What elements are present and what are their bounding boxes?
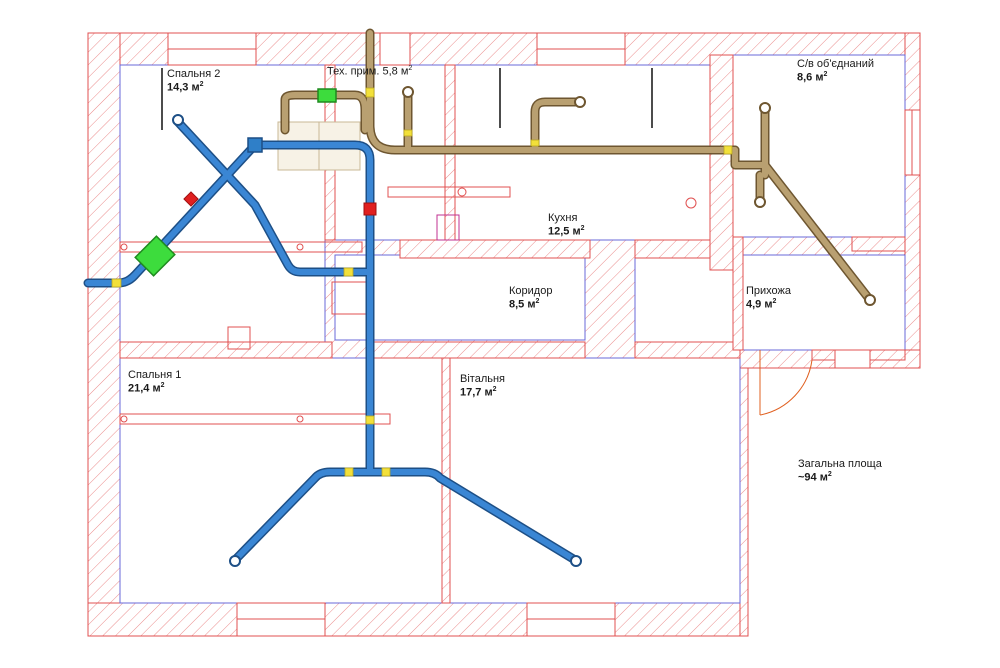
outer-wall-bottom xyxy=(87,602,741,637)
room-area-value: 14,3 м xyxy=(167,81,200,94)
room-area: 4,9 м2 xyxy=(746,298,791,311)
outer-wall-right-upper xyxy=(904,32,921,369)
total-area-value: ~94 м xyxy=(798,471,828,484)
room-area-value: 4,9 м xyxy=(746,298,773,311)
total-area-sup: 2 xyxy=(827,470,832,478)
room-name: Коридор xyxy=(509,285,553,297)
room-area-value: 17,7 м xyxy=(460,386,493,399)
room-name: Прихожа xyxy=(746,285,792,297)
room-area-sup: 2 xyxy=(823,70,828,78)
room-area: 12,5 м2 xyxy=(548,225,585,238)
room-area-value: 5,8 м xyxy=(382,65,409,78)
room-area-sup: 2 xyxy=(408,65,413,72)
room-name: С/в об'єднаний xyxy=(797,58,875,70)
total-area-name: Загальна площа xyxy=(798,458,882,470)
room-area-sup: 2 xyxy=(492,385,497,393)
exhaust-ducts xyxy=(280,28,876,306)
supply-ducts xyxy=(83,114,582,567)
entrance-door xyxy=(759,350,813,416)
partition-lines xyxy=(161,68,653,130)
room-area-sup: 2 xyxy=(199,80,204,88)
outer-wall-left xyxy=(87,32,121,637)
room-area: 8,5 м2 xyxy=(509,298,552,311)
room-name: Тех. прим. 5,8 м2 xyxy=(327,65,412,78)
windows xyxy=(167,32,921,637)
outer-wall-right-step xyxy=(739,367,749,637)
room-area-sup: 2 xyxy=(580,224,585,232)
room-label-kitchen: Кухня 12,5 м2 xyxy=(548,212,585,238)
room-label-bedroom-2: Спальня 2 14,3 м2 xyxy=(167,68,220,94)
room-area: 8,6 м2 xyxy=(797,71,874,84)
room-area-value: 21,4 м xyxy=(128,382,161,395)
room-area-sup: 2 xyxy=(772,297,777,305)
room-label-living-room: Вітальня 17,7 м2 xyxy=(460,373,505,399)
room-label-bathroom: С/в об'єднаний 8,6 м2 xyxy=(797,58,874,84)
room-label-hallway: Прихожа 4,9 м2 xyxy=(746,285,791,311)
total-area-label: Загальна площа ~94 м2 xyxy=(798,458,882,484)
supply-fitting xyxy=(247,137,263,153)
room-area-sup: 2 xyxy=(535,297,540,305)
room-area-sup: 2 xyxy=(160,381,165,389)
exhaust-fan xyxy=(317,88,337,103)
room-area: 21,4 м2 xyxy=(128,382,181,395)
kitchen-hood-outline xyxy=(436,214,460,241)
room-name-text: Тех. прим. xyxy=(327,65,380,78)
room-name: Кухня xyxy=(548,212,578,224)
room-name: Вітальня xyxy=(460,373,505,385)
room-area: 14,3 м2 xyxy=(167,81,220,94)
room-area-value: 8,5 м xyxy=(509,298,536,311)
room-label-tech-room: Тех. прим. 5,8 м2 xyxy=(327,65,412,78)
room-label-corridor: Коридор 8,5 м2 xyxy=(509,285,552,311)
room-name: Спальня 1 xyxy=(128,369,182,381)
duct-joints xyxy=(111,87,733,477)
room-name: Спальня 2 xyxy=(167,68,221,80)
recuperator-filter xyxy=(134,235,176,277)
room-area-value: 8,6 м xyxy=(797,71,824,84)
dampers xyxy=(183,191,377,216)
room-label-bedroom-1: Спальня 1 21,4 м2 xyxy=(128,369,181,395)
total-area: ~94 м2 xyxy=(798,471,882,484)
room-area-value: 12,5 м xyxy=(548,225,581,238)
room-area: 17,7 м2 xyxy=(460,386,505,399)
